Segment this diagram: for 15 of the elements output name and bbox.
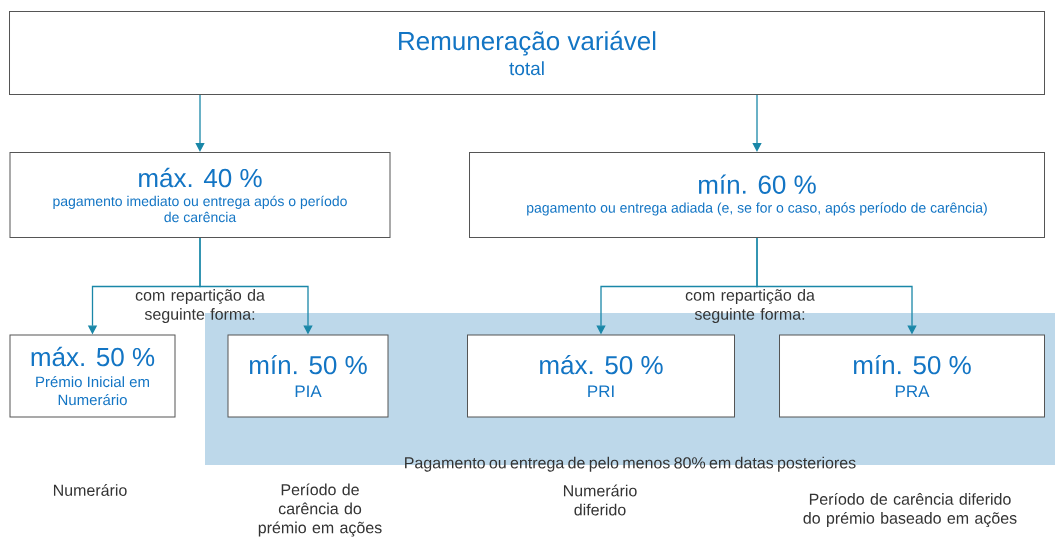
arrow <box>752 94 762 152</box>
process-box: máx. 40 % pagamento imediato ou entrega após o período de carência <box>9 152 391 238</box>
process-box: Remuneração variável total <box>9 11 1045 95</box>
caption-text: Período de carência do prémio em ações <box>258 483 382 537</box>
caption-text: Período de carência diferido do prémio baseado em ações <box>803 492 1017 528</box>
process-box: mín. 50 % PIA <box>227 334 389 418</box>
process-box: mín. 60 % pagamento ou entrega adiada (e, se for o caso, após período de carência) <box>469 152 1045 238</box>
caption-text: Numerário <box>54 484 127 496</box>
arrow <box>195 94 205 152</box>
process-box: máx. 50 % PRI <box>467 334 735 418</box>
edge-label: com repartição da seguinte forma: <box>135 289 265 323</box>
process-box: máx. 50 % Prémio Inicial em Numerário <box>9 334 176 418</box>
edge-label: com repartição da seguinte forma: <box>685 289 815 323</box>
process-box: mín. 50 % PRA <box>779 334 1045 418</box>
caption-text: Numerário diferido <box>564 484 637 516</box>
